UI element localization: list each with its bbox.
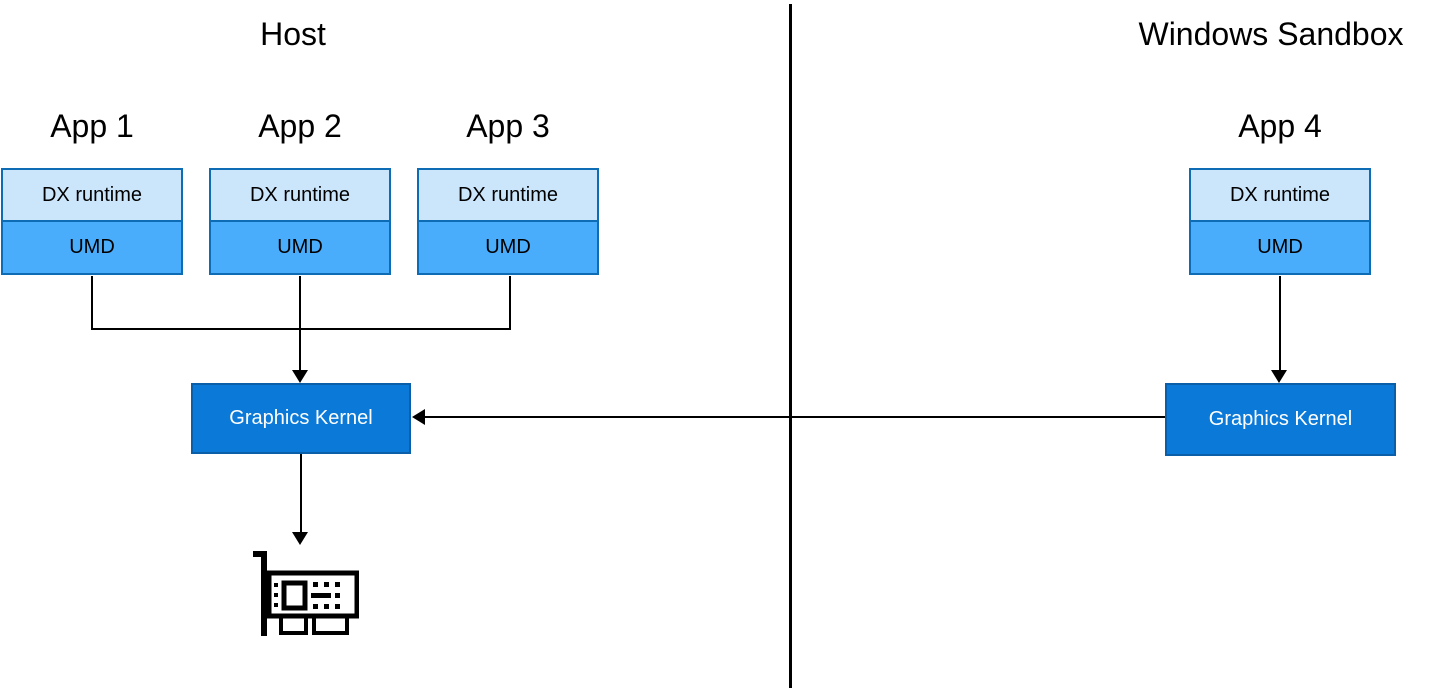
app4-umd-layer: UMD: [1191, 222, 1369, 273]
sandbox-graphics-kernel-box: Graphics Kernel: [1165, 383, 1396, 456]
app2-stack: DX runtime UMD: [209, 168, 391, 275]
host-sandbox-divider: [789, 4, 792, 688]
sandbox-to-host-kernel-line: [424, 416, 1165, 418]
app4-dx-runtime-layer: DX runtime: [1191, 170, 1369, 222]
app1-stack: DX runtime UMD: [1, 168, 183, 275]
app3-connector-line: [509, 276, 511, 330]
app2-dx-runtime-layer: DX runtime: [211, 170, 389, 222]
host-graphics-kernel-box: Graphics Kernel: [191, 383, 411, 454]
kernel-to-gpu-line: [300, 454, 302, 533]
graphics-card-icon: [253, 551, 359, 636]
arrow-into-sandbox-kernel-icon: [1271, 370, 1287, 383]
arrow-into-gpu-icon: [292, 532, 308, 545]
app4-label: App 4: [1238, 108, 1322, 144]
app1-connector-line: [91, 276, 93, 330]
app1-label: App 1: [50, 108, 134, 144]
apps-merge-line: [91, 328, 511, 330]
sandbox-pane-title: Windows Sandbox: [1138, 16, 1404, 52]
app1-umd-layer: UMD: [3, 222, 181, 273]
app2-connector-line: [299, 276, 301, 371]
arrow-into-host-kernel-side-icon: [412, 409, 425, 425]
app2-label: App 2: [258, 108, 342, 144]
host-pane-title: Host: [260, 16, 326, 52]
app3-stack: DX runtime UMD: [417, 168, 599, 275]
app2-umd-layer: UMD: [211, 222, 389, 273]
app3-dx-runtime-layer: DX runtime: [419, 170, 597, 222]
app3-label: App 3: [466, 108, 550, 144]
app4-stack: DX runtime UMD: [1189, 168, 1371, 275]
app1-dx-runtime-layer: DX runtime: [3, 170, 181, 222]
app4-connector-line: [1279, 276, 1281, 371]
arrow-into-host-kernel-icon: [292, 370, 308, 383]
app3-umd-layer: UMD: [419, 222, 597, 273]
